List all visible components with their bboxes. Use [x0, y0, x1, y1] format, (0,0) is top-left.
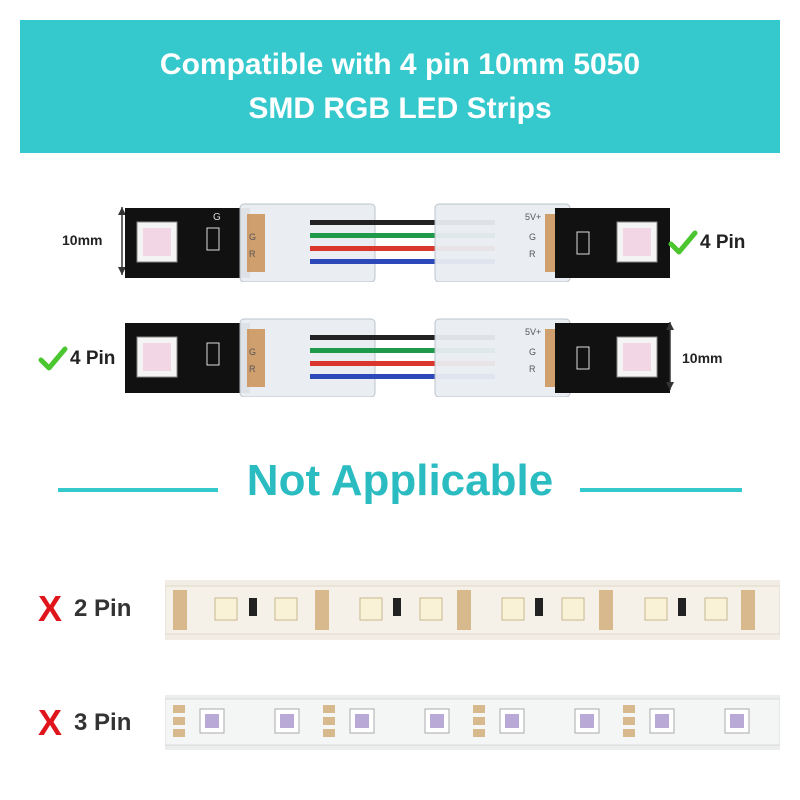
width-dimension-arrow-bottom	[666, 322, 674, 390]
width-dimension-arrow-top	[118, 207, 126, 275]
pin-label-bottom: 4 Pin	[70, 348, 116, 369]
pin-label-top: 4 Pin	[700, 232, 746, 253]
svg-text:G: G	[529, 347, 536, 357]
compatible-pin-top: 4 Pin	[668, 230, 745, 256]
cross-icon: X	[38, 702, 63, 743]
incompatible-2-pin: X 2 Pin	[38, 588, 131, 630]
divider-line-left	[58, 488, 218, 492]
svg-text:R: R	[529, 249, 536, 259]
svg-text:5V+: 5V+	[525, 327, 541, 337]
svg-text:5V+: 5V+	[525, 212, 541, 222]
svg-text:G: G	[213, 212, 221, 223]
svg-text:R: R	[529, 364, 536, 374]
cross-icon: X	[38, 588, 63, 629]
connector-assembly-bottom: G R 5V+ G R	[125, 318, 670, 397]
banner-line-2: SMD RGB LED Strips	[248, 91, 552, 125]
svg-text:G: G	[529, 232, 536, 242]
incompatible-3-pin: X 3 Pin	[38, 702, 131, 744]
pin-label-3: 3 Pin	[74, 709, 132, 736]
led-strip-3-pin	[165, 695, 780, 750]
divider-line-right	[580, 488, 742, 492]
connector-assembly-top: G G R 5V+ G R	[125, 203, 670, 282]
svg-text:G: G	[249, 347, 256, 357]
width-label-bottom: 10mm	[682, 350, 723, 366]
svg-text:R: R	[249, 364, 256, 374]
svg-text:R: R	[249, 249, 256, 259]
check-icon	[668, 230, 698, 255]
led-strip-2-pin	[165, 580, 780, 640]
banner-line-1: Compatible with 4 pin 10mm 5050	[159, 47, 641, 81]
check-icon	[38, 346, 68, 371]
compatibility-banner: Compatible with 4 pin 10mm 5050 SMD RGB …	[20, 20, 780, 153]
compatible-pin-bottom: 4 Pin	[38, 346, 115, 372]
width-label-top: 10mm	[62, 232, 103, 248]
pin-label-2: 2 Pin	[74, 595, 132, 622]
not-applicable-heading: Not Applicable	[246, 456, 554, 505]
svg-text:G: G	[249, 232, 256, 242]
